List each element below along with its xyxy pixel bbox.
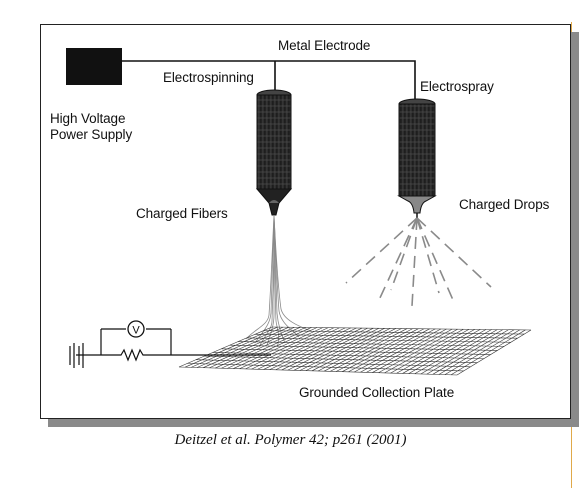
diagram-drawing: V [66, 48, 532, 376]
electrospinning-diagram: V Metal Electrode Electrospinning Electr… [40, 24, 571, 419]
electrospinning-syringe [255, 89, 293, 216]
power-supply-label-line1: High Voltage [50, 111, 126, 126]
grounded-collection-plate [178, 326, 532, 376]
voltmeter [127, 320, 145, 338]
metal-electrode-wire [122, 60, 416, 103]
power-supply-label: High Voltage Power Supply [50, 111, 132, 143]
charged-drops-label: Charged Drops [459, 197, 550, 212]
charged-fibers [245, 214, 312, 348]
voltmeter-symbol: V [132, 325, 140, 337]
electrospinning-label: Electrospinning [163, 70, 254, 85]
electrospray-syringe [397, 98, 437, 218]
power-supply-box [66, 48, 122, 85]
power-supply-label-line2: Power Supply [50, 127, 133, 142]
figure-caption: Deitzel et al. Polymer 42; p261 (2001) [174, 432, 407, 448]
electrospray-label: Electrospray [420, 79, 494, 94]
metal-electrode-label: Metal Electrode [278, 38, 371, 53]
ground-circuit [69, 328, 271, 368]
collection-plate-label: Grounded Collection Plate [299, 385, 455, 400]
charged-drops [345, 217, 492, 307]
charged-fibers-label: Charged Fibers [136, 206, 228, 221]
